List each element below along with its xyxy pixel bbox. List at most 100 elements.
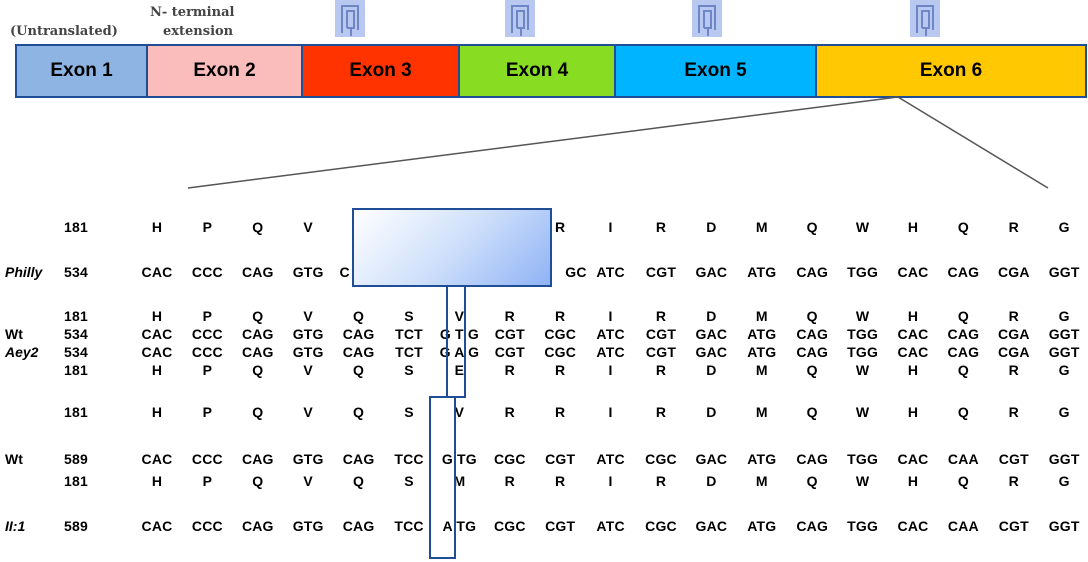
amino-acid: R [555, 473, 566, 489]
amino-acid: P [202, 404, 213, 420]
exon-1: Exon 1 [17, 46, 148, 96]
codon: CAG [947, 326, 980, 342]
amino-acid: D [706, 219, 717, 235]
exon-6: Exon 6 [817, 46, 1085, 96]
codon: CAG [241, 451, 274, 467]
amino-acid: P [202, 308, 213, 324]
amino-acid: R [1008, 473, 1019, 489]
domain-icon [692, 0, 722, 37]
codon: CAA [947, 451, 979, 467]
amino-acid: W [855, 473, 870, 489]
codon: CAG [342, 451, 375, 467]
amino-acid: Q [806, 362, 818, 378]
codon: TGG [847, 451, 879, 467]
amino-acid: V [454, 404, 465, 420]
amino-acid: G [1058, 473, 1070, 489]
zoom-line-left [187, 96, 899, 189]
codon: CGA [997, 326, 1030, 342]
codon: CGC [493, 451, 526, 467]
codon: CGA [997, 264, 1030, 280]
amino-acid: Q [252, 404, 264, 420]
amino-acid: D [706, 308, 717, 324]
codon: ATC [596, 264, 625, 280]
amino-acid: V [454, 308, 465, 324]
amino-acid: G [1058, 219, 1070, 235]
exon-4: Exon 4 [460, 46, 616, 96]
amino-acid: H [907, 473, 919, 489]
codon: CAG [241, 344, 274, 360]
codon: TCC [394, 451, 424, 467]
amino-acid: M [755, 308, 768, 324]
amino-acid: Q [252, 308, 264, 324]
amino-acid: Q [806, 404, 818, 420]
codon: ATC [596, 344, 625, 360]
codon: CGT [645, 344, 677, 360]
amino-acid: I [608, 404, 613, 420]
amino-acid: M [755, 362, 768, 378]
codon: CAG [947, 344, 980, 360]
codon: ATG [747, 451, 777, 467]
codon: G TG [441, 451, 477, 467]
codon: CGT [494, 326, 525, 342]
codon: CAC [897, 344, 929, 360]
amino-acid: W [855, 404, 870, 420]
amino-acid: V [303, 362, 313, 378]
position-number: 181 [64, 219, 88, 235]
amino-acid: R [655, 473, 667, 489]
codon: CGA [997, 344, 1030, 360]
codon: CAG [947, 264, 980, 280]
amino-acid: I [608, 362, 613, 378]
exon-label: Exon 1 [50, 60, 113, 81]
amino-acid: R [555, 404, 566, 420]
untranslated-label: (Untranslated) [10, 24, 118, 39]
amino-acid: W [855, 308, 870, 324]
row-label: II:1 [5, 518, 26, 534]
codon: CAC [897, 326, 929, 342]
domain-icon [505, 0, 535, 37]
amino-acid: Q [353, 308, 365, 324]
codon: TGG [847, 264, 879, 280]
codon: CAG [342, 518, 375, 534]
codon: CGT [645, 264, 677, 280]
amino-acid: E [454, 362, 465, 378]
amino-acid: R [555, 362, 566, 378]
codon: GC [565, 264, 587, 280]
codon: ATG [747, 518, 777, 534]
mutation-highlight-ii1 [429, 396, 456, 559]
amino-acid: H [151, 308, 163, 324]
amino-acid: Q [957, 362, 969, 378]
codon: CAG [796, 344, 829, 360]
amino-acid: H [151, 404, 163, 420]
exon-label: Exon 5 [684, 60, 747, 81]
amino-acid: R [504, 404, 515, 420]
row-label: Wt [5, 326, 23, 342]
amino-acid: R [655, 404, 667, 420]
amino-acid: I [608, 473, 613, 489]
domain-icon [910, 0, 940, 37]
position-number: 181 [64, 404, 88, 420]
position-number: 534 [64, 344, 88, 360]
amino-acid: Q [353, 362, 365, 378]
codon: CAG [342, 344, 375, 360]
exon-label: Exon 4 [505, 60, 569, 81]
codon: CAG [796, 518, 829, 534]
amino-acid: D [706, 404, 717, 420]
amino-acid: I [608, 219, 613, 235]
row-label: Philly [5, 264, 43, 280]
codon: GAC [695, 344, 728, 360]
amino-acid: H [151, 219, 163, 235]
codon: CAC [141, 451, 173, 467]
amino-acid: W [855, 362, 870, 378]
codon: GAC [695, 326, 728, 342]
codon: TCT [395, 326, 423, 342]
amino-acid: Q [806, 219, 818, 235]
codon: CGT [545, 451, 576, 467]
amino-acid: P [202, 219, 213, 235]
amino-acid: R [1008, 362, 1019, 378]
codon: GGT [1048, 264, 1080, 280]
amino-acid: G [1058, 308, 1070, 324]
codon: CGC [544, 344, 577, 360]
deletion-box [352, 208, 552, 287]
amino-acid: H [907, 362, 919, 378]
